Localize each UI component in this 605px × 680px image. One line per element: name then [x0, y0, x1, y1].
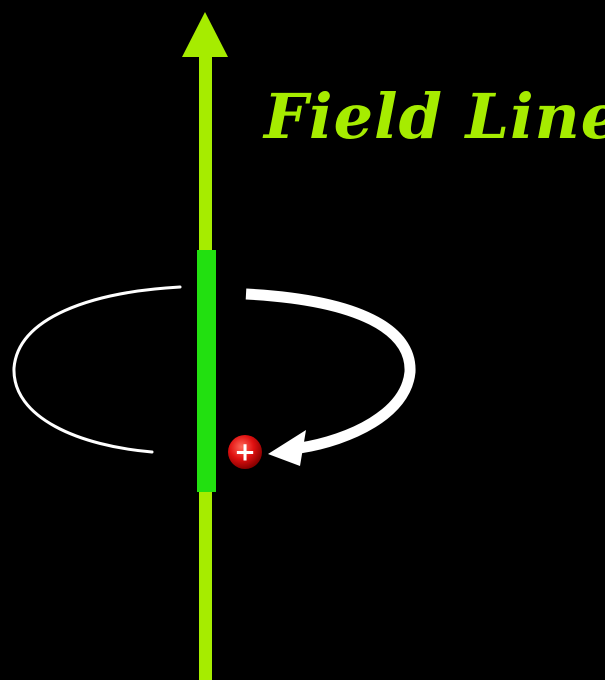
charge-sign: +: [234, 438, 256, 468]
orbit-back-arc: [12, 285, 182, 454]
positive-charge-icon: +: [228, 435, 262, 469]
highlight-segment: [197, 250, 216, 492]
arrow-up-icon: [182, 12, 228, 57]
field-line-label: Field Line: [264, 80, 605, 153]
orbit-front-arc: [245, 288, 416, 454]
arrow-left-icon: [268, 430, 306, 466]
